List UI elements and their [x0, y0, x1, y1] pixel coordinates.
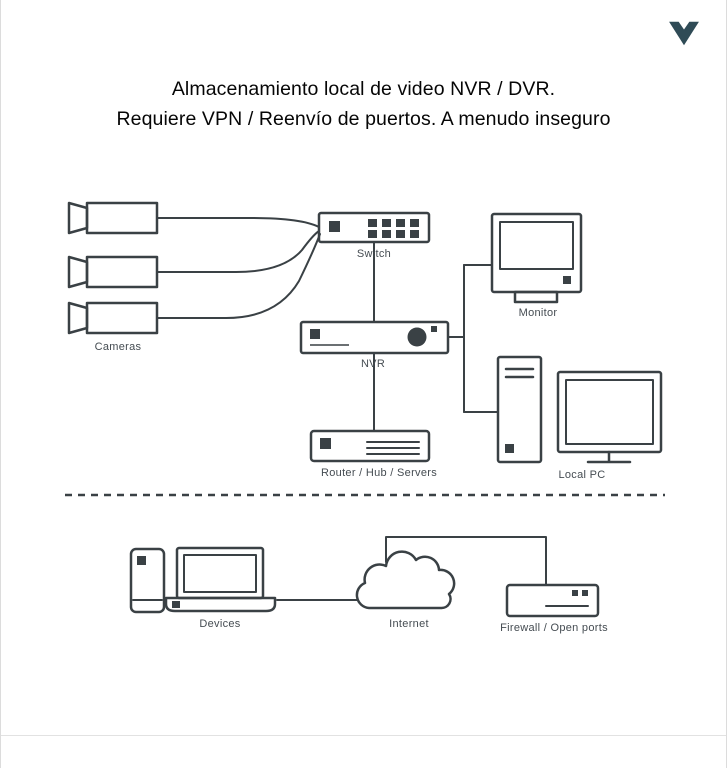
camera-switch-connectors — [156, 217, 321, 319]
camera-icon — [67, 301, 159, 335]
label-switch: Switch — [356, 248, 392, 260]
label-router: Router / Hub / Servers — [320, 467, 438, 479]
label-monitor: Monitor — [518, 307, 558, 319]
label-firewall: Firewall / Open ports — [500, 622, 608, 634]
bottom-divider — [1, 735, 726, 736]
camera-icon — [67, 201, 159, 235]
cloud-icon — [355, 550, 456, 610]
switch-icon — [317, 211, 431, 244]
label-local-pc: Local PC — [558, 469, 606, 481]
phone-icon — [129, 547, 166, 614]
nvr-pc-links — [447, 264, 499, 413]
pc-tower-icon — [496, 355, 543, 464]
camera-icon — [67, 255, 159, 289]
laptop-icon — [164, 546, 277, 613]
page-title: Almacenamiento local de video NVR / DVR.… — [1, 74, 726, 134]
title-line-2: Requiere VPN / Reenvío de puertos. A men… — [116, 108, 611, 130]
label-devices: Devices — [199, 618, 241, 630]
nvr-icon — [299, 320, 450, 355]
label-cameras: Cameras — [94, 341, 142, 353]
label-nvr: NVR — [360, 358, 386, 370]
pc-monitor-icon — [556, 370, 663, 464]
internet-firewall-link — [385, 536, 547, 586]
label-internet: Internet — [389, 618, 429, 630]
firewall-icon — [505, 583, 600, 618]
brand-logo-icon — [669, 21, 699, 46]
title-line-1: Almacenamiento local de video NVR / DVR. — [171, 78, 556, 100]
router-icon — [309, 429, 431, 463]
monitor-icon — [490, 212, 583, 304]
